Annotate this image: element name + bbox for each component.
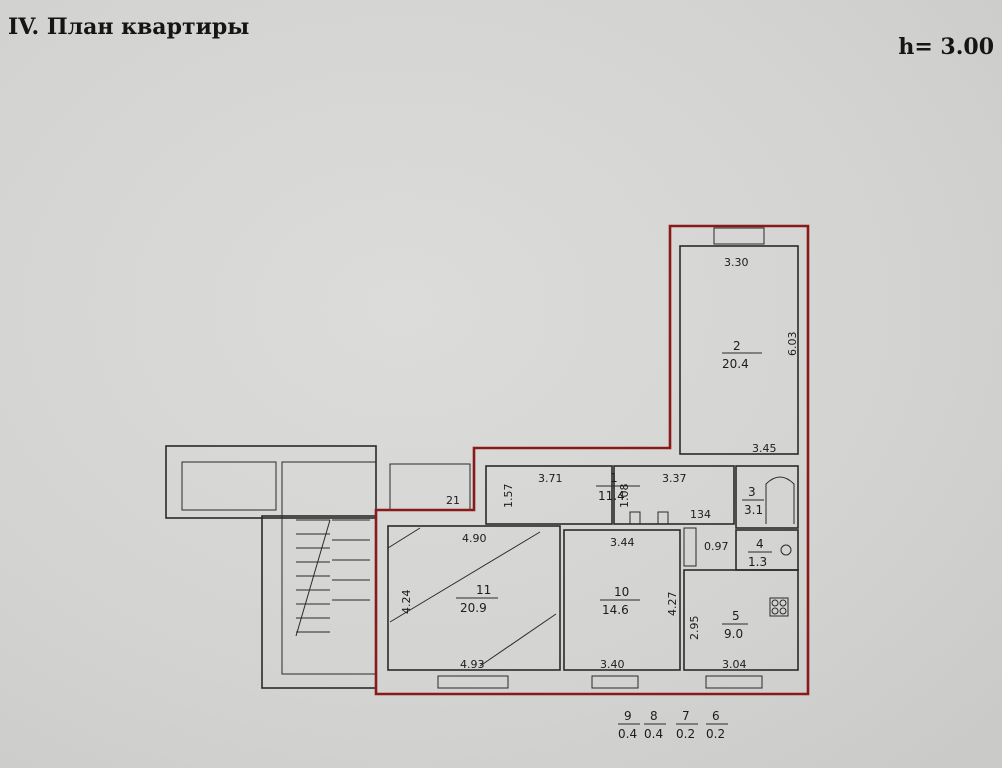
- legend-6-area: 0.2: [706, 727, 725, 741]
- room-5-depth: 2.95: [688, 616, 701, 641]
- room-1-area: 11.4: [598, 489, 625, 503]
- room-11-area: 20.9: [460, 601, 487, 615]
- room-1-depth: 1.57: [502, 484, 515, 509]
- staircase-block: [165, 445, 471, 689]
- legend-7-area: 0.2: [676, 727, 695, 741]
- room-10-top-width: 3.44: [610, 536, 635, 549]
- room-11-depth: 4.24: [400, 590, 413, 615]
- room-10-bottom-width: 3.40: [600, 658, 625, 671]
- room-11-number: 11: [476, 583, 491, 597]
- room-3-number: 3: [748, 485, 756, 499]
- room-2-number: 2: [733, 339, 741, 353]
- legend-7-number: 7: [682, 709, 690, 723]
- corridor-row: 3.71 1 11.4 1.57 3.37 1.08 134 21 3 3.1: [446, 465, 799, 529]
- room-5-area: 9.0: [724, 627, 743, 641]
- room-10: 3.44 4.27 10 14.6 3.40: [563, 529, 681, 671]
- legend-9-area: 0.4: [618, 727, 637, 741]
- room-11-top-width: 4.90: [462, 532, 487, 545]
- side-room: 21: [446, 494, 460, 507]
- room-2-bottom-width: 3.45: [752, 442, 777, 455]
- hall-depth: 1.08: [618, 484, 631, 509]
- room-5-number: 5: [732, 609, 740, 623]
- room-4: 0.97 4 1.3: [683, 527, 799, 571]
- room-4-number: 4: [756, 537, 764, 551]
- page-title: IV. План квартиры: [8, 14, 250, 40]
- room-2-width: 3.30: [724, 256, 749, 269]
- room-1-width: 3.71: [538, 472, 563, 485]
- room-2-area: 20.4: [722, 357, 749, 371]
- room-10-depth: 4.27: [666, 592, 679, 617]
- room-10-number: 10: [614, 585, 629, 599]
- room-1-number: 1: [610, 471, 618, 485]
- room-11-bottom-width: 4.93: [460, 658, 485, 671]
- room-2-depth: 6.03: [786, 332, 799, 357]
- room-5: 2.95 5 9.0 3.04: [683, 569, 799, 671]
- room-11: 4.90 4.24 11 20.9 4.93: [387, 525, 561, 671]
- legend-8-number: 8: [650, 709, 658, 723]
- legend-8-area: 0.4: [644, 727, 663, 741]
- room-2: 3.30 6.03 2 20.4 3.45: [679, 227, 799, 455]
- hall-width: 3.37: [662, 472, 687, 485]
- hall-side: 134: [690, 508, 711, 521]
- room-5-width: 3.04: [722, 658, 747, 671]
- ceiling-height: h= 3.00: [898, 34, 994, 60]
- room-4-width: 0.97: [704, 540, 729, 553]
- room-10-area: 14.6: [602, 603, 629, 617]
- room-3-area: 3.1: [744, 503, 763, 517]
- apartment-outline: [374, 224, 810, 696]
- small-rooms-legend: 9 0.4 8 0.4 7 0.2 6 0.2: [618, 709, 728, 741]
- windows: [437, 675, 763, 689]
- room-4-area: 1.3: [748, 555, 767, 569]
- legend-9-number: 9: [624, 709, 632, 723]
- legend-6-number: 6: [712, 709, 720, 723]
